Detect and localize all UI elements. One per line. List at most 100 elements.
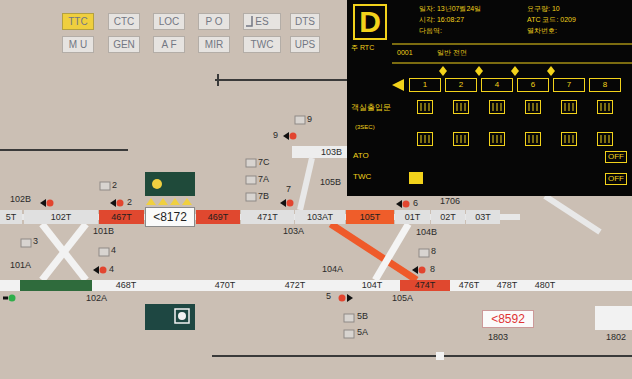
- door-icon: [598, 133, 613, 146]
- signal-lamp: [287, 200, 294, 207]
- status-text: 2: [459, 81, 463, 89]
- mode-button: CTC: [108, 13, 140, 30]
- indicator-triangle: [146, 198, 156, 205]
- main-track: [0, 280, 632, 291]
- indicator-box: [145, 172, 195, 196]
- switch-button: [21, 239, 31, 247]
- train-number-box: <8592: [482, 310, 534, 328]
- branch-track: [300, 158, 312, 210]
- signal-head: [110, 199, 116, 207]
- switch-button: [99, 248, 109, 256]
- track-segment: 03T: [466, 210, 500, 224]
- signal-lamp: [339, 295, 346, 302]
- callout-number: 2: [112, 181, 117, 190]
- switch-button: [100, 182, 110, 190]
- button-label: TWC: [251, 40, 274, 50]
- crossover-track: [375, 224, 408, 280]
- door-icon: [526, 101, 541, 114]
- mode-button: ES: [243, 13, 281, 30]
- indicator-lamp: [178, 312, 186, 320]
- direction-letter: D: [359, 7, 381, 37]
- status-diamond: [547, 66, 555, 76]
- track-id: 476T: [459, 281, 480, 290]
- track-id: 478T: [497, 281, 518, 290]
- callout-number: 4: [109, 265, 114, 274]
- track-id: 02T: [440, 213, 456, 222]
- callout-number: 3: [33, 237, 38, 246]
- callout-number: 102A: [86, 294, 107, 303]
- signal-head: [347, 294, 353, 302]
- signal-lamp: [419, 267, 426, 274]
- status-text: 4: [495, 81, 499, 89]
- callout-number: 6: [413, 199, 418, 208]
- indicator-box: [145, 304, 195, 330]
- divider-tick: [217, 74, 219, 86]
- status-box: OFF: [605, 173, 627, 185]
- button-label: TTC: [68, 17, 87, 27]
- door-icon: [598, 101, 613, 114]
- track-id: 468T: [116, 281, 137, 290]
- panel-text: 주 RTC: [351, 44, 374, 51]
- track-segment: 471T: [241, 210, 294, 224]
- mode-button: A F: [153, 36, 185, 53]
- signal-lamp: [47, 200, 54, 207]
- track-id: 5T: [6, 213, 17, 222]
- info-panel-ground: [347, 0, 632, 196]
- callout-number: 103A: [283, 227, 304, 236]
- panel-text: 요구량: 10: [527, 5, 560, 12]
- mode-button: M U: [62, 36, 94, 53]
- callout-number: 8: [431, 247, 436, 256]
- signal-head: [283, 132, 289, 140]
- signal-lamp: [9, 295, 16, 302]
- door-icon: [562, 101, 577, 114]
- track-id: 103AT: [307, 213, 333, 222]
- status-text: 1: [423, 81, 427, 89]
- status-text: 7: [567, 81, 571, 89]
- status-box: OFF: [605, 151, 627, 163]
- button-label: GEN: [113, 40, 135, 50]
- track-segment: 467T: [99, 210, 144, 224]
- track-segment: 480T: [528, 280, 562, 291]
- divider-line: [0, 149, 128, 151]
- callout-number: 9: [273, 131, 278, 140]
- train-number: <8172: [153, 211, 187, 223]
- status-box: 8: [589, 78, 621, 92]
- door-icon: [418, 101, 433, 114]
- callout-number: 105A: [392, 294, 413, 303]
- callout-number: 104B: [416, 228, 437, 237]
- callout-number: 7A: [258, 175, 269, 184]
- switch-button: [246, 159, 256, 167]
- callout-number: 7C: [258, 158, 270, 167]
- mode-button: GEN: [108, 36, 140, 53]
- status-lamp: [409, 172, 423, 184]
- track-id: 480T: [535, 281, 556, 290]
- callout-number: 103B: [320, 147, 343, 158]
- track-id: 474T: [415, 281, 436, 290]
- direction-arrow: [392, 79, 404, 91]
- track-segment: 102T: [24, 210, 98, 224]
- track-id: 105T: [360, 213, 381, 222]
- mode-button: P O: [198, 13, 230, 30]
- panel-text: ATO: [353, 152, 369, 160]
- signal-lamp: [100, 267, 107, 274]
- switch-button: [246, 193, 256, 201]
- status-box: 7: [553, 78, 585, 92]
- status-text: 8: [603, 81, 607, 89]
- signal-lamp: [290, 133, 297, 140]
- indicator-triangle: [182, 198, 192, 205]
- callout-number: 2: [127, 198, 132, 207]
- button-label: MIR: [205, 40, 223, 50]
- track-segment: 470T: [205, 280, 245, 291]
- signal-head: [3, 297, 8, 300]
- track-segment: 103AT: [295, 210, 345, 224]
- button-label: LOC: [159, 17, 180, 27]
- indicator-triangle: [158, 198, 168, 205]
- crossover-track: [42, 224, 86, 280]
- callout-number: 5B: [357, 312, 368, 321]
- track-segment: 476T: [452, 280, 486, 291]
- indicator-frame: [175, 309, 189, 323]
- switch-button: [344, 314, 354, 322]
